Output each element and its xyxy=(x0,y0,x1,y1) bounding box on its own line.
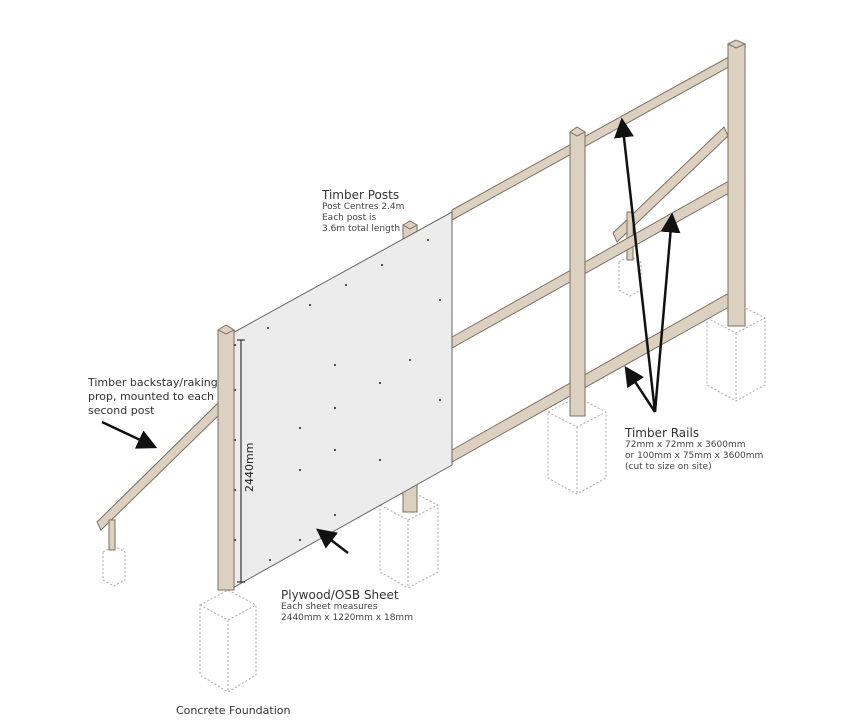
label-line: or 100mm x 75mm x 3600mm xyxy=(625,451,764,461)
dimension-label: 2440mm xyxy=(243,442,256,492)
post-2-top xyxy=(401,220,419,230)
label-line: prop, mounted to each xyxy=(88,390,214,403)
foundation-prop-1 xyxy=(102,545,126,587)
prop-stake-1 xyxy=(108,519,116,551)
label-title: Concrete Foundation xyxy=(176,704,291,717)
label-line: Each sheet measures xyxy=(281,602,378,612)
concrete-foundation-label: Concrete Foundation xyxy=(176,704,290,718)
backstay-prop-1 xyxy=(96,402,223,531)
foundation-2 xyxy=(379,489,439,589)
post-4 xyxy=(727,43,746,327)
label-line: 72mm x 72mm x 3600mm xyxy=(625,440,746,450)
arrow-rail-top xyxy=(614,117,657,413)
post-1-top xyxy=(216,324,236,335)
timber-rails-label: Timber Rails 72mm x 72mm x 3600mm or 100… xyxy=(625,426,763,473)
post-1 xyxy=(217,329,235,591)
rail-top xyxy=(451,47,746,221)
label-line: Timber backstay/raking xyxy=(88,376,218,389)
foundation-1 xyxy=(199,589,257,693)
label-title: Plywood/OSB Sheet xyxy=(281,588,399,602)
arrow-rail-middle xyxy=(653,212,681,413)
arrow-backstay xyxy=(101,420,158,449)
label-line: Post Centres 2.4m xyxy=(322,202,405,212)
label-title: Timber Rails xyxy=(625,426,700,440)
post-3-top xyxy=(569,126,587,137)
plywood-sheet xyxy=(228,211,453,591)
dimension-line xyxy=(237,339,245,583)
plywood-sheet-label: Plywood/OSB Sheet Each sheet measures 24… xyxy=(281,588,413,624)
post-4-top xyxy=(726,39,747,49)
label-line: second post xyxy=(88,404,155,417)
callout-arrows xyxy=(101,117,681,554)
label-line: (cut to size on site) xyxy=(625,462,712,472)
arrow-rail-bottom xyxy=(624,365,657,413)
label-line: Each post is xyxy=(322,213,377,223)
post-3 xyxy=(569,131,586,417)
label-line: 2440mm x 1220mm x 18mm xyxy=(281,613,413,623)
timber-posts-label: Timber Posts Post Centres 2.4m Each post… xyxy=(322,188,404,235)
concrete-foundations xyxy=(102,255,766,693)
arrow-sheet xyxy=(316,528,349,554)
label-line: 3.6m total length xyxy=(322,224,401,234)
label-title: Timber Posts xyxy=(322,188,400,202)
backstay-label: Timber backstay/raking prop, mounted to … xyxy=(88,376,218,418)
